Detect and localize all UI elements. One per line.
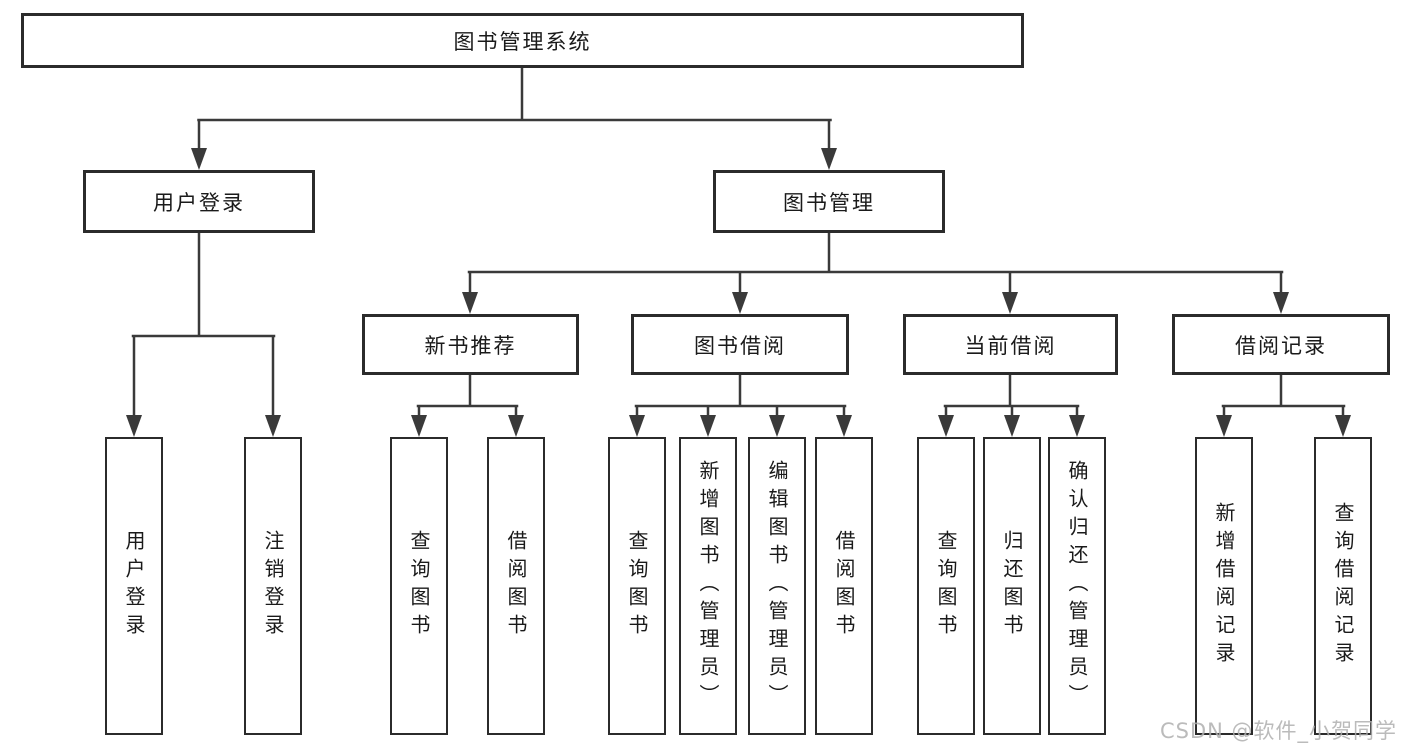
node-root-system: 图书管理系统 bbox=[21, 13, 1024, 68]
node-user-login-label: 用户登录 bbox=[153, 190, 245, 215]
leaf-logout-label: 注销登录 bbox=[261, 530, 285, 642]
leaf-borrow-book-label: 借阅图书 bbox=[832, 530, 856, 642]
connector-record-to-leaves bbox=[1221, 371, 1346, 421]
node-current-borrow-label: 当前借阅 bbox=[964, 333, 1057, 358]
connector-userlogin-to-leaves bbox=[131, 229, 276, 421]
leaf-borrow-book-recommend-label: 借阅图书 bbox=[504, 530, 528, 642]
node-book-management-label: 图书管理 bbox=[783, 190, 875, 215]
leaf-confirm-return-admin: 确认归还（管理员） bbox=[1048, 437, 1106, 735]
connector-bookmgmt-to-level3 bbox=[467, 229, 1284, 298]
leaf-query-book-borrow: 查询图书 bbox=[608, 437, 666, 735]
leaf-query-book-current: 查询图书 bbox=[917, 437, 975, 735]
leaf-edit-book-admin: 编辑图书（管理员） bbox=[748, 437, 806, 735]
node-current-borrow: 当前借阅 bbox=[903, 314, 1118, 375]
leaf-confirm-return-admin-label: 确认归还（管理员） bbox=[1065, 460, 1089, 712]
arrowheads bbox=[126, 148, 1351, 437]
leaf-return-book: 归还图书 bbox=[983, 437, 1041, 735]
leaf-query-borrow-record-label: 查询借阅记录 bbox=[1331, 502, 1355, 670]
leaf-query-borrow-record: 查询借阅记录 bbox=[1314, 437, 1372, 735]
leaf-return-book-label: 归还图书 bbox=[1000, 530, 1024, 642]
leaf-add-book-admin-label: 新增图书（管理员） bbox=[696, 460, 720, 712]
leaf-user-login: 用户登录 bbox=[105, 437, 163, 735]
leaf-query-book-borrow-label: 查询图书 bbox=[625, 530, 649, 642]
node-user-login: 用户登录 bbox=[83, 170, 315, 233]
connector-current-to-leaves bbox=[943, 371, 1080, 421]
node-root-label: 图书管理系统 bbox=[453, 29, 592, 54]
csdn-watermark: CSDN @软件_小贺同学 bbox=[1160, 719, 1398, 743]
node-new-book-recommend: 新书推荐 bbox=[362, 314, 579, 375]
node-book-management: 图书管理 bbox=[713, 170, 945, 233]
node-borrow-record: 借阅记录 bbox=[1172, 314, 1390, 375]
leaf-add-borrow-record-label: 新增借阅记录 bbox=[1212, 502, 1236, 670]
leaf-borrow-book: 借阅图书 bbox=[815, 437, 873, 735]
node-new-book-recommend-label: 新书推荐 bbox=[424, 333, 517, 358]
leaf-query-book-current-label: 查询图书 bbox=[934, 530, 958, 642]
connector-newbook-to-leaves bbox=[416, 371, 519, 421]
leaf-logout: 注销登录 bbox=[244, 437, 302, 735]
node-book-borrow: 图书借阅 bbox=[631, 314, 849, 375]
leaf-query-book-recommend: 查询图书 bbox=[390, 437, 448, 735]
connector-borrow-to-leaves bbox=[634, 371, 847, 421]
node-book-borrow-label: 图书借阅 bbox=[694, 333, 786, 358]
leaf-add-borrow-record: 新增借阅记录 bbox=[1195, 437, 1253, 735]
node-borrow-record-label: 借阅记录 bbox=[1235, 333, 1327, 358]
connector-root-to-level2 bbox=[197, 64, 832, 154]
leaf-query-book-recommend-label: 查询图书 bbox=[407, 530, 431, 642]
leaf-edit-book-admin-label: 编辑图书（管理员） bbox=[765, 460, 789, 712]
leaf-user-login-label: 用户登录 bbox=[122, 530, 146, 642]
leaf-add-book-admin: 新增图书（管理员） bbox=[679, 437, 737, 735]
leaf-borrow-book-recommend: 借阅图书 bbox=[487, 437, 545, 735]
